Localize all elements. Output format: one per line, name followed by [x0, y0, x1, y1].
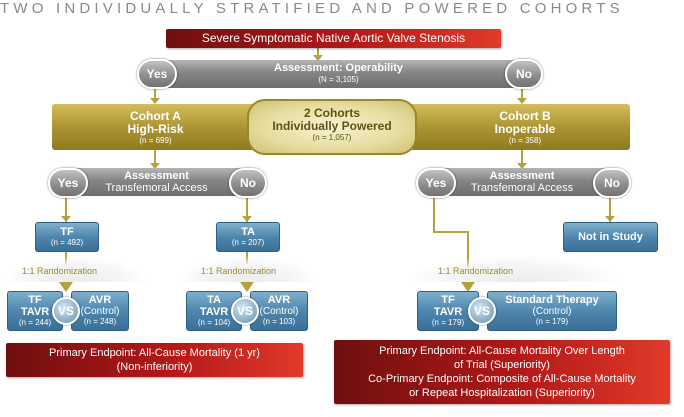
cohort-a-line2: High-Risk	[127, 122, 184, 136]
tf-access-b-line1: Assessment	[489, 170, 555, 182]
endpoint-b-box: Primary Endpoint: All-Cause Mortality Ov…	[334, 340, 670, 404]
tf-avr-line1: AVR	[88, 294, 112, 306]
b-tavr-line1: TF	[441, 294, 455, 306]
population-label: Severe Symptomatic Native Aortic Valve S…	[201, 31, 466, 45]
operability-no-pill: No	[505, 59, 543, 89]
tf-access-b-bar: Assessment Transfemoral Access	[434, 168, 610, 196]
not-in-study-box: Not in Study	[563, 222, 658, 252]
operability-n: (N = 3,105)	[318, 75, 359, 84]
tf-access-a-yes-pill: Yes	[48, 168, 88, 198]
tf-tavr-n: (n = 244)	[18, 318, 52, 327]
tf-access-a-yes-label: Yes	[57, 176, 79, 190]
b-tavr-line2: TAVR	[433, 306, 463, 318]
cohort-b-line2: Inoperable	[494, 122, 556, 136]
ta-tavr-line2: TAVR	[199, 306, 229, 318]
ta-avr-line1: AVR	[267, 294, 291, 306]
b-tavr-box: TF TAVR (n = 179)	[417, 291, 479, 331]
tf-access-a-line2: Transfemoral Access	[105, 182, 208, 194]
cohorts-powered-line2: Individually Powered	[272, 119, 392, 133]
b-vs-badge: VS	[468, 297, 496, 325]
tf-vs-badge: VS	[52, 297, 80, 325]
tf-access-a-bar: Assessment Transfemoral Access	[66, 168, 247, 196]
cohort-b-n: (n = 358)	[508, 136, 542, 145]
ta-avr-box: AVR (Control) (n = 103)	[250, 291, 308, 331]
tf-access-b-no-label: No	[604, 176, 620, 190]
endpoint-b-line1: Primary Endpoint: All-Cause Mortality Ov…	[379, 345, 625, 357]
tf-avr-line2: (Control)	[80, 306, 120, 317]
endpoint-a-line2: (Non-inferiority)	[116, 361, 193, 373]
tf-access-b-no-pill: No	[593, 168, 631, 198]
ta-tavr-line1: TA	[207, 294, 221, 306]
operability-yes-pill: Yes	[137, 59, 177, 89]
ta-n: (n = 207)	[231, 238, 265, 247]
tf-access-b-yes-pill: Yes	[416, 168, 456, 198]
ta-box: TA (n = 207)	[216, 222, 280, 252]
endpoint-b-line3: Co-Primary Endpoint: Composite of All-Ca…	[368, 373, 636, 385]
endpoint-a-box: Primary Endpoint: All-Cause Mortality (1…	[6, 343, 303, 377]
operability-bar: Assessment: Operability (N = 3,105)	[155, 60, 522, 88]
ta-vs-badge: VS	[231, 297, 259, 325]
randomization-label-b: 1:1 Randomization	[438, 266, 514, 276]
tf-avr-n: (n = 248)	[83, 317, 117, 326]
operability-no-label: No	[516, 67, 532, 81]
population-box: Severe Symptomatic Native Aortic Valve S…	[166, 29, 501, 48]
tf-label: TF	[60, 226, 74, 238]
randomization-label-ta: 1:1 Randomization	[201, 266, 277, 276]
not-in-study-label: Not in Study	[578, 231, 643, 243]
tf-access-a-line1: Assessment	[124, 170, 189, 182]
b-std-n: (n = 179)	[535, 317, 569, 326]
tf-vs-label: VS	[57, 304, 74, 318]
cohort-a-line1: Cohort A	[130, 109, 181, 123]
endpoint-a-line1: Primary Endpoint: All-Cause Mortality (1…	[49, 347, 260, 359]
operability-yes-label: Yes	[146, 67, 168, 81]
page-title: TWO INDIVIDUALLY STRATIFIED AND POWERED …	[0, 0, 624, 17]
tf-access-a-no-label: No	[240, 176, 256, 190]
ta-label: TA	[241, 226, 255, 238]
tf-tavr-line1: TF	[28, 294, 42, 306]
cohort-a-box: Cohort A High-Risk (n = 699)	[52, 104, 259, 150]
tf-n: (n = 492)	[50, 238, 84, 247]
endpoint-b-line2: of Trial (Superiority)	[454, 359, 550, 371]
b-vs-label: VS	[473, 304, 490, 318]
tf-access-b-yes-label: Yes	[425, 176, 447, 190]
cohorts-powered-box: 2 Cohorts Individually Powered (n = 1,05…	[247, 99, 417, 155]
tf-access-a-no-pill: No	[229, 168, 267, 198]
endpoint-b-line4: or Repeat Hospitalization (Superiority)	[409, 387, 595, 399]
b-std-line2: (Control)	[532, 306, 572, 317]
tf-avr-box: AVR (Control) (n = 248)	[71, 291, 129, 331]
ta-tavr-n: (n = 104)	[197, 318, 231, 327]
ta-vs-label: VS	[236, 304, 253, 318]
cohort-b-line1: Cohort B	[499, 109, 551, 123]
tf-tavr-line2: TAVR	[20, 306, 50, 318]
b-std-box: Standard Therapy (Control) (n = 179)	[487, 291, 617, 331]
b-std-line1: Standard Therapy	[505, 294, 599, 306]
ta-avr-n: (n = 103)	[262, 317, 296, 326]
cohorts-powered-line1: 2 Cohorts	[303, 106, 360, 120]
cohort-b-box: Cohort B Inoperable (n = 358)	[420, 104, 630, 150]
tf-access-b-line2: Transfemoral Access	[470, 182, 574, 194]
operability-label: Assessment: Operability	[274, 62, 403, 74]
ta-avr-line2: (Control)	[259, 306, 299, 317]
cohort-a-n: (n = 699)	[139, 136, 172, 145]
cohorts-powered-n: (n = 1,057)	[312, 133, 352, 142]
b-tavr-n: (n = 179)	[431, 318, 465, 327]
randomization-label-tf: 1:1 Randomization	[22, 266, 98, 276]
tf-box: TF (n = 492)	[35, 222, 99, 252]
